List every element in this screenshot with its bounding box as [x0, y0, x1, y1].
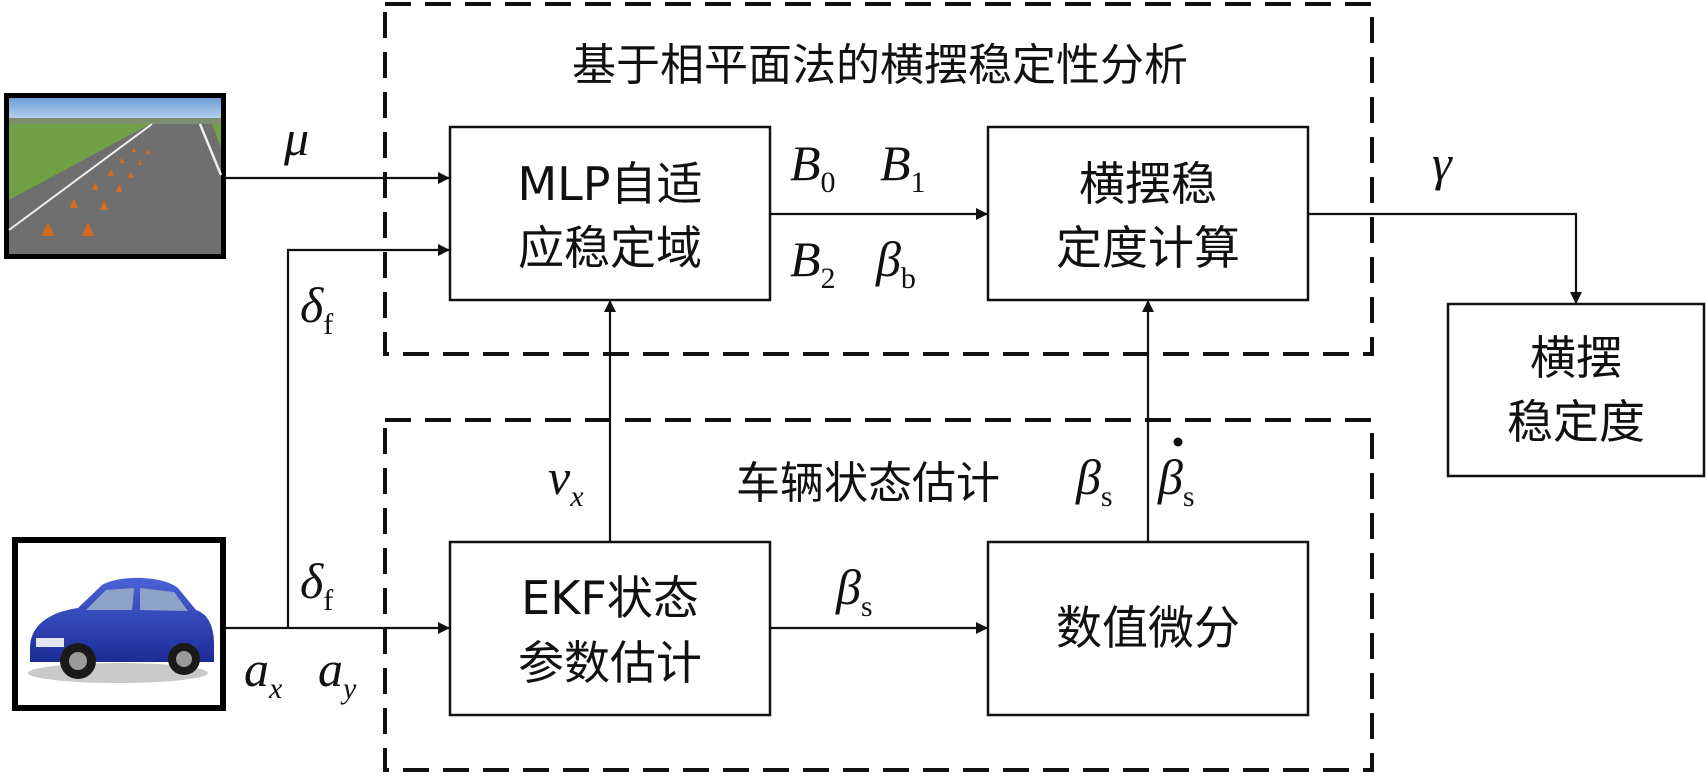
numdiff-label: 数值微分	[1056, 601, 1240, 655]
derivative-dot	[1173, 437, 1183, 447]
output-label-line1: 横摆	[1530, 331, 1622, 385]
ay-label: ay	[318, 641, 357, 705]
state-estimation-group	[383, 418, 1374, 772]
output-label-line2: 稳定度	[1507, 395, 1645, 449]
vx-label: vx	[548, 449, 584, 513]
state-estimation-group-title: 车辆状态估计	[736, 458, 1000, 509]
mlp-block-label-line1: MLP自适	[517, 157, 702, 211]
road-with-cones-image	[4, 93, 226, 259]
delta-f-to-mlp-arrow	[286, 244, 450, 628]
yaw-stability-output-block	[1446, 302, 1706, 478]
beta-s-label: βs	[1075, 449, 1113, 513]
yaw-calc-label-line1: 横摆稳	[1079, 157, 1217, 211]
b2-label: B2	[790, 231, 836, 295]
beta-s-middle-label: βs	[835, 559, 873, 623]
ekf-state-parameter-estimation-block	[448, 540, 772, 717]
beta-s-dot-label: βs	[1157, 449, 1195, 513]
gamma-label: γ	[1432, 135, 1453, 191]
delta-f-upper-label: δf	[300, 277, 333, 341]
b1-label: B1	[880, 135, 926, 199]
stability-analysis-group-title: 基于相平面法的横摆稳定性分析	[572, 40, 1188, 91]
gamma-output-arrow	[1308, 212, 1582, 304]
beta-b-label: βb	[875, 231, 916, 295]
mu-label: μ	[283, 110, 309, 166]
blue-sedan-image	[12, 537, 226, 711]
b0-label: B0	[790, 135, 836, 199]
yaw-stability-calculation-block	[986, 125, 1310, 302]
ekf-label-line2: 参数估计	[518, 636, 702, 690]
mlp-adaptive-stability-domain-block	[448, 125, 772, 302]
yaw-calc-label-line2: 定度计算	[1056, 221, 1240, 275]
numerical-differentiation-block	[986, 540, 1310, 717]
ax-label: ax	[244, 641, 283, 705]
delta-f-lower-label: δf	[300, 553, 333, 617]
ekf-label-line1: EKF状态	[521, 571, 699, 625]
mlp-block-label-line2: 应稳定域	[518, 221, 702, 275]
